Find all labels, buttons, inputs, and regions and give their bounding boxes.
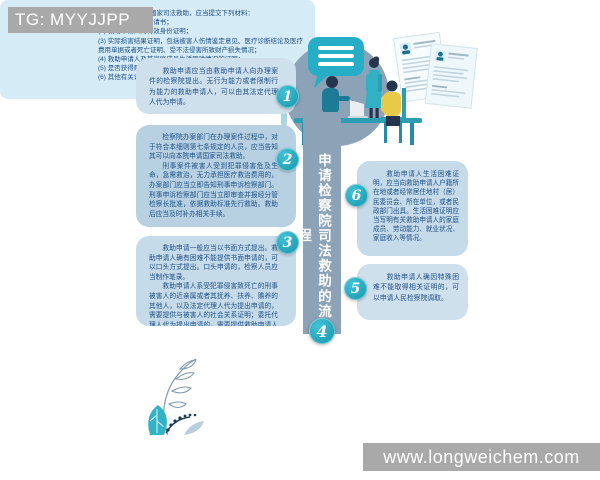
step-2-text-p1: 检察院办案部门在办理案件过程中，对于符合本细则第七条规定的人员，应当告知其可以向… xyxy=(149,134,278,161)
step-4-badge: 4 xyxy=(309,318,335,344)
step-3-card: 救助申请一般应当以书面方式提出。救助申请人确有困难不能提供书面申请的，可以口头方… xyxy=(136,236,296,326)
step-6-text: 救助申请人生活困难证明，应当向救助申请人户籍所在地或者经常居住地村（居）民委员会… xyxy=(373,171,459,243)
step-2-text-p2: 刑事案件被害人受到犯罪侵害危及生命，急需救治，无力承担医疗救治费用的，办案部门应… xyxy=(149,162,278,218)
step-1-badge: 1 xyxy=(276,85,299,108)
step-5-card: 救助申请人确因特殊困难不能取得相关证明的，可以申请人民检察院调取。 xyxy=(357,264,468,320)
plant-decoration xyxy=(148,358,204,435)
poster-title: 申请检察院司法救助的流程 xyxy=(296,152,331,320)
step-6-badge: 6 xyxy=(345,184,368,207)
resume-documents-icon xyxy=(393,31,478,109)
speech-bubble-icon xyxy=(308,37,364,88)
seated-applicant-figure xyxy=(380,80,406,143)
watermark-url: www.longweichem.com xyxy=(363,443,600,471)
material-item-3: (3) 实际损害结果证明，包括被害人伤情鉴定意见、医疗诊断结论及医疗费用单据或者… xyxy=(98,37,303,54)
standing-woman-figure xyxy=(365,56,383,121)
central-flow-band xyxy=(303,112,341,334)
materials-intro: 向检察院申请国家司法救助，应当提交下列材料： xyxy=(111,10,254,17)
step-3-badge: 3 xyxy=(276,231,299,254)
material-item-6: (6) 其他有关证明材料。 xyxy=(98,74,167,82)
step-5-badge: 5 xyxy=(344,277,367,300)
step-2-badge: 2 xyxy=(276,148,299,171)
step-2-card: 检察院办案部门在办理案件过程中，对于符合本细则第七条规定的人员，应当告知其可以向… xyxy=(136,125,296,227)
step-3-text-p2: 救助申请人系受犯罪侵害致死亡的刑事被害人的近亲属或者其抚养、扶养、赡养的其他人，… xyxy=(149,283,278,326)
step-1-card: 救助申请应当由救助申请人向办理案件的检察院提出。无行为能力或者限制行为能力的救助… xyxy=(136,58,296,114)
step-1-text: 救助申请应当由救助申请人向办理案件的检察院提出。无行为能力或者限制行为能力的救助… xyxy=(149,68,278,107)
watermark-tag: TG: MYYJJPP xyxy=(8,7,153,33)
step-3-text-p1: 救助申请一般应当以书面方式提出。救助申请人确有困难不能提供书面申请的，可以口头方… xyxy=(149,245,278,281)
step-5-text: 救助申请人确因特殊困难不能取得相关证明的，可以申请人民检察院调取。 xyxy=(373,274,459,302)
step-6-card: 救助申请人生活困难证明，应当向救助申请人户籍所在地或者经常居住地村（居）民委员会… xyxy=(357,161,468,256)
